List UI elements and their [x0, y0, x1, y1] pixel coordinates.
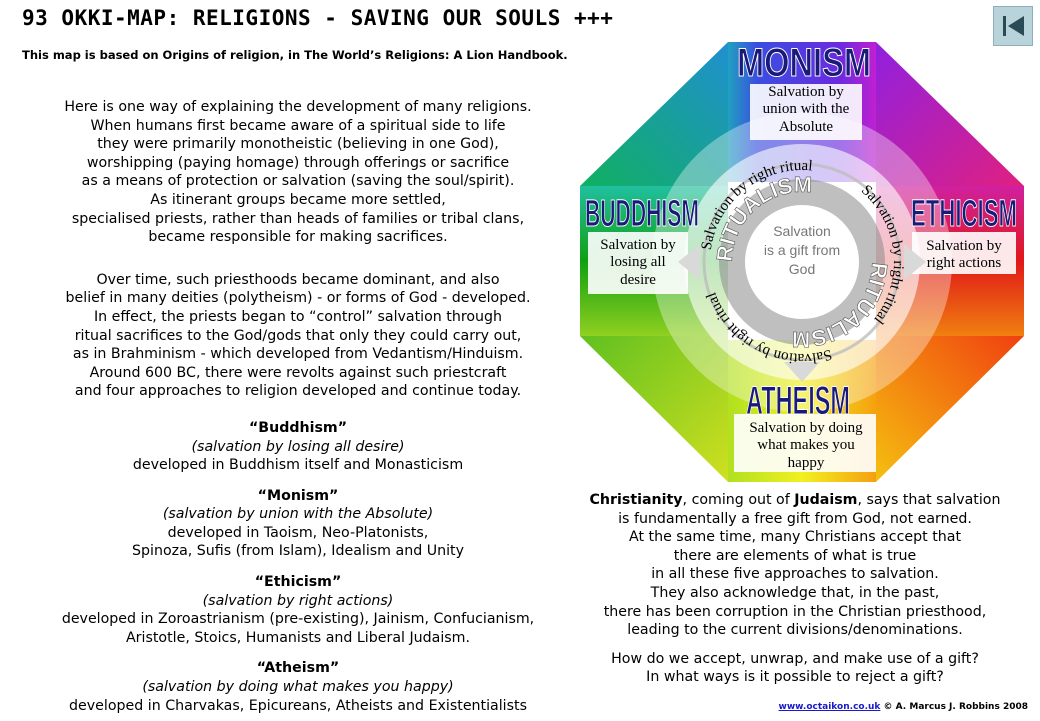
footer-credit: www.octaikon.co.uk © A. Marcus J. Robbin…	[778, 702, 1028, 712]
svg-text:Salvation by: Salvation by	[926, 238, 1002, 254]
atheism-title: ATHEISM	[746, 379, 850, 423]
ethicism-title: ETHICISM	[911, 193, 1017, 235]
arrow-left	[678, 244, 700, 280]
approach-ethicism: “Ethicism” (salvation by right actions) …	[61, 574, 535, 646]
question-1: How do we accept, unwrap, and make use o…	[611, 650, 979, 667]
question-2: In what ways is it possible to reject a …	[646, 669, 944, 686]
octagon-diagram: MONISM BUDDHISM ETHICISM ATHEISM Salvati…	[580, 41, 1024, 482]
intro-text: Here is one way of explaining the develo…	[18, 90, 578, 721]
svg-text:happy: happy	[788, 455, 825, 471]
svg-text:Salvation by doing: Salvation by doing	[749, 420, 863, 436]
back-button[interactable]	[993, 6, 1033, 46]
svg-text:what makes you: what makes you	[757, 437, 855, 453]
arrow-down	[784, 362, 820, 382]
svg-text:right actions: right actions	[927, 255, 1002, 271]
svg-text:Absolute: Absolute	[779, 119, 834, 135]
buddhism-title: BUDDHISM	[585, 193, 699, 235]
center-text-line-3: God	[789, 261, 815, 277]
ritualism-ring	[678, 162, 926, 382]
approach-atheism: “Atheism” (salvation by doing what makes…	[69, 660, 527, 714]
approach-monism: “Monism” (salvation by union with the Ab…	[132, 487, 464, 560]
svg-text:losing all: losing all	[610, 254, 665, 270]
svg-text:union with the: union with the	[763, 101, 850, 117]
christianity-text: Christianity, coming out of Judaism, say…	[560, 491, 1030, 687]
footer-link[interactable]: www.octaikon.co.uk	[778, 702, 881, 712]
center-text-line-2: is a gift from	[764, 242, 840, 258]
octagon-background	[580, 42, 1024, 482]
svg-text:Salvation by: Salvation by	[768, 84, 844, 100]
center-text-line-1: Salvation	[773, 223, 831, 239]
page-title: 93 OKKI-MAP: RELIGIONS - SAVING OUR SOUL…	[22, 6, 614, 30]
svg-text:desire: desire	[620, 272, 656, 288]
skip-back-icon	[1003, 16, 1024, 36]
approach-buddhism: “Buddhism” (salvation by losing all desi…	[132, 419, 464, 474]
svg-text:Salvation by: Salvation by	[600, 237, 676, 253]
page-subtitle: This map is based on Origins of religion…	[22, 48, 568, 62]
christianity-lead: Christianity, coming out of Judaism, say…	[589, 492, 1001, 508]
monism-title: MONISM	[737, 41, 871, 85]
arrow-right	[904, 244, 926, 280]
